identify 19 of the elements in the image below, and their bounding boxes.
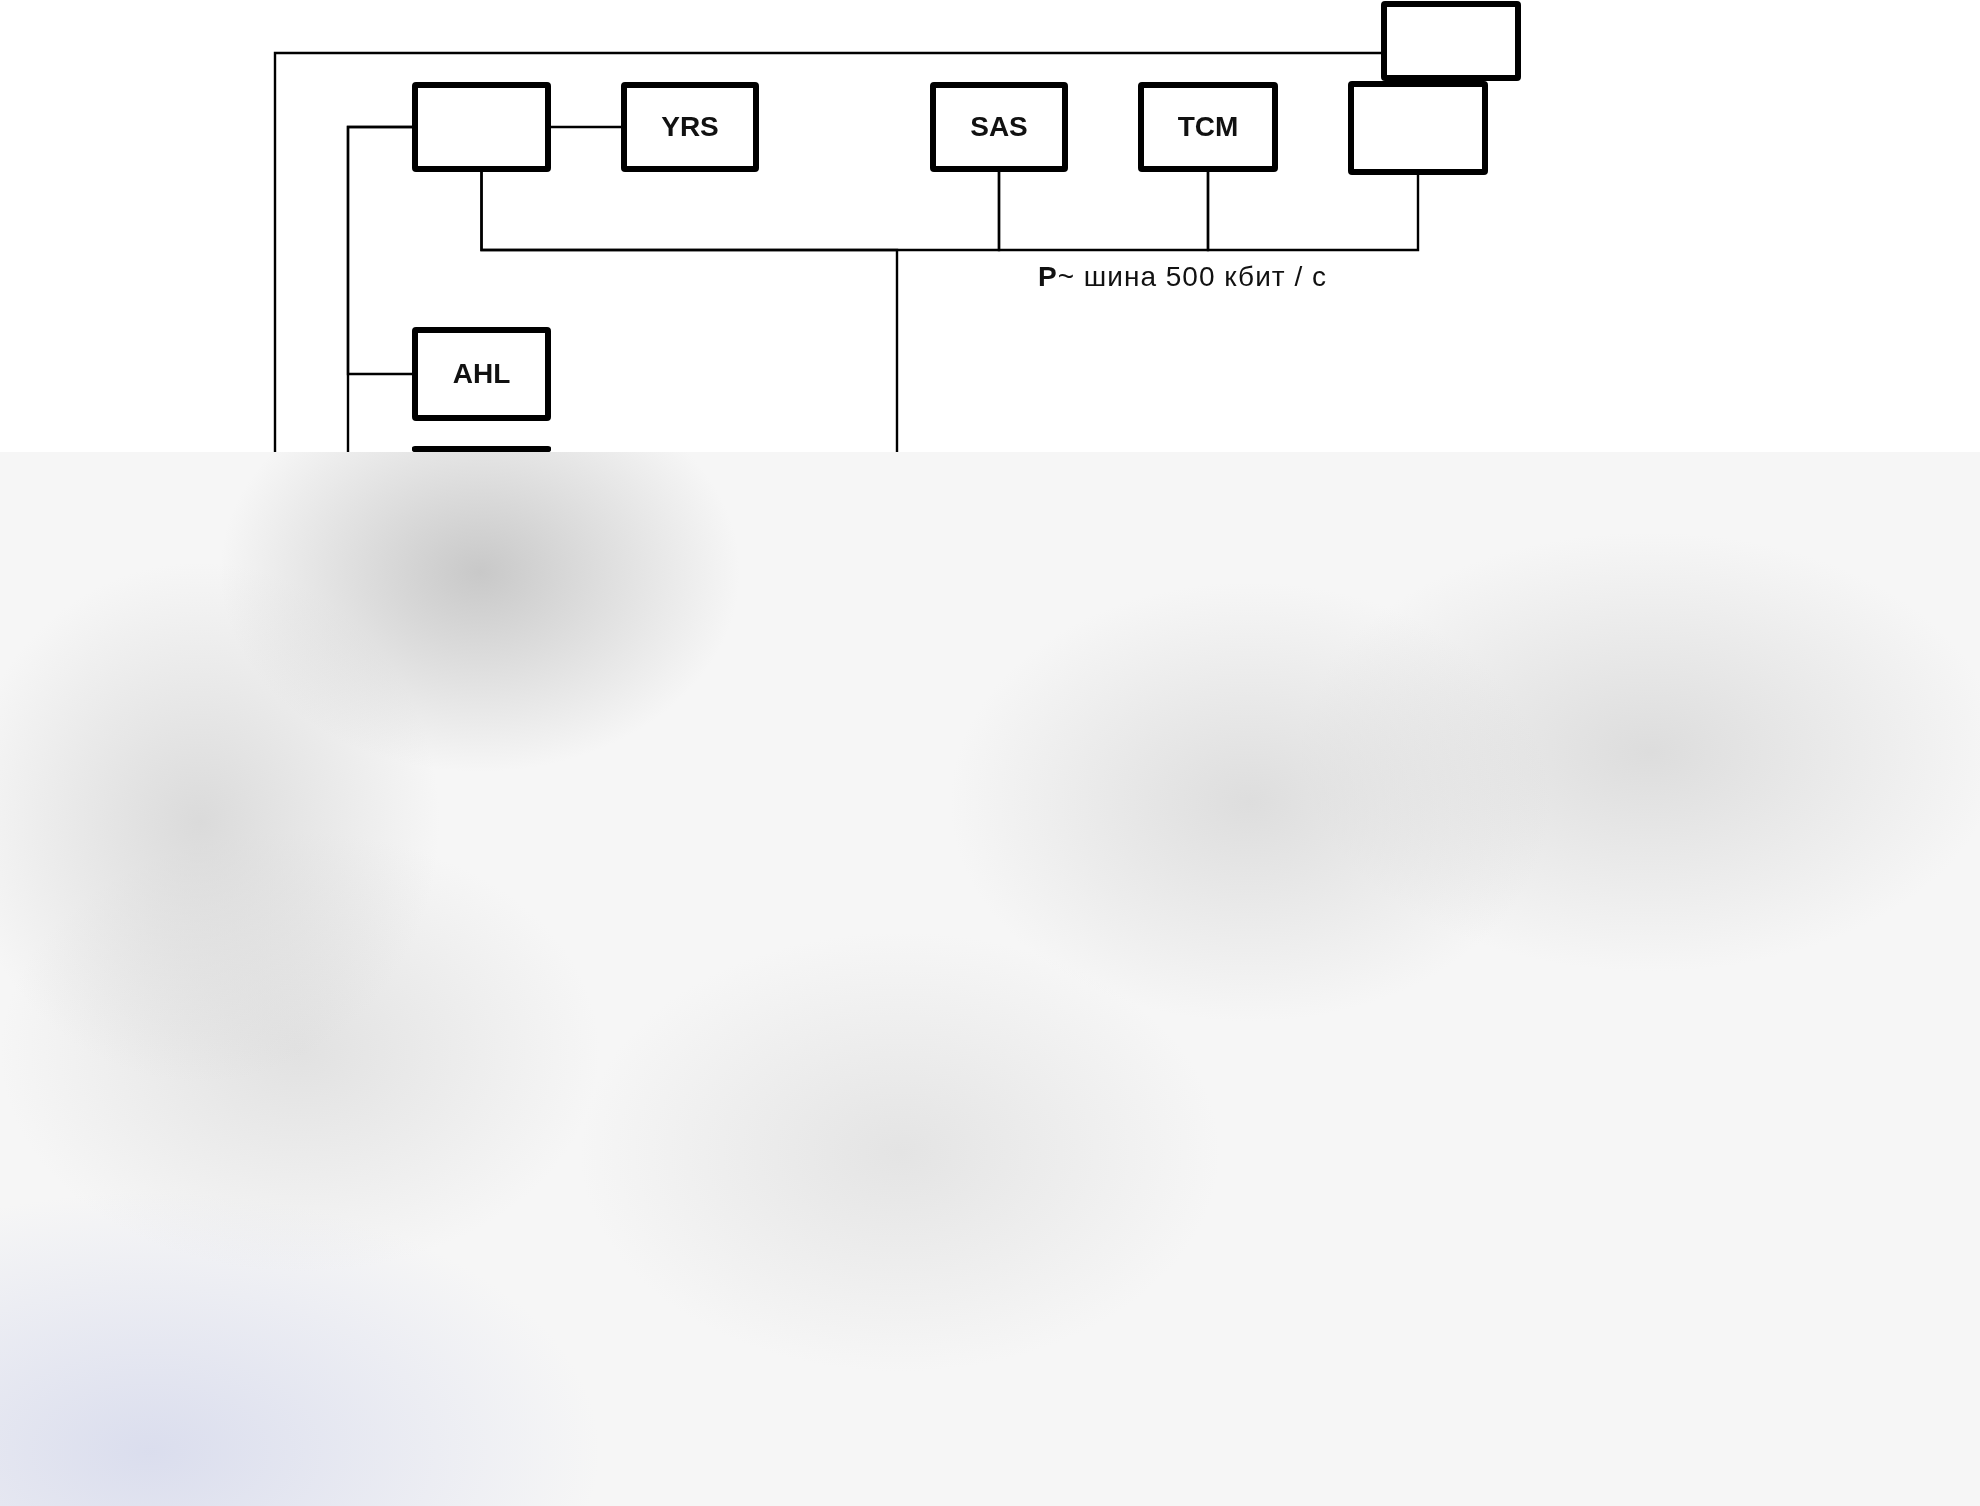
module-box <box>1348 81 1488 175</box>
module-box <box>412 446 551 452</box>
connector-line <box>997 172 1210 252</box>
module-box <box>930 82 1068 172</box>
module-name: TCM <box>1177 113 1239 141</box>
module-name: AHL <box>452 360 511 388</box>
connector-line <box>551 125 621 129</box>
module-box <box>621 82 759 172</box>
module-box <box>1381 1 1521 81</box>
connector-line <box>1206 172 1420 252</box>
module-box <box>1138 82 1278 172</box>
bus-label: P~ шина 500 кбит / с <box>1038 262 1327 293</box>
module-name: SAS <box>970 113 1028 141</box>
module-box <box>412 327 551 421</box>
module-name: YRS <box>661 113 719 141</box>
module-box <box>412 82 551 172</box>
connector-line <box>480 172 899 452</box>
connector-line <box>346 125 412 452</box>
connector-line <box>273 51 1381 452</box>
